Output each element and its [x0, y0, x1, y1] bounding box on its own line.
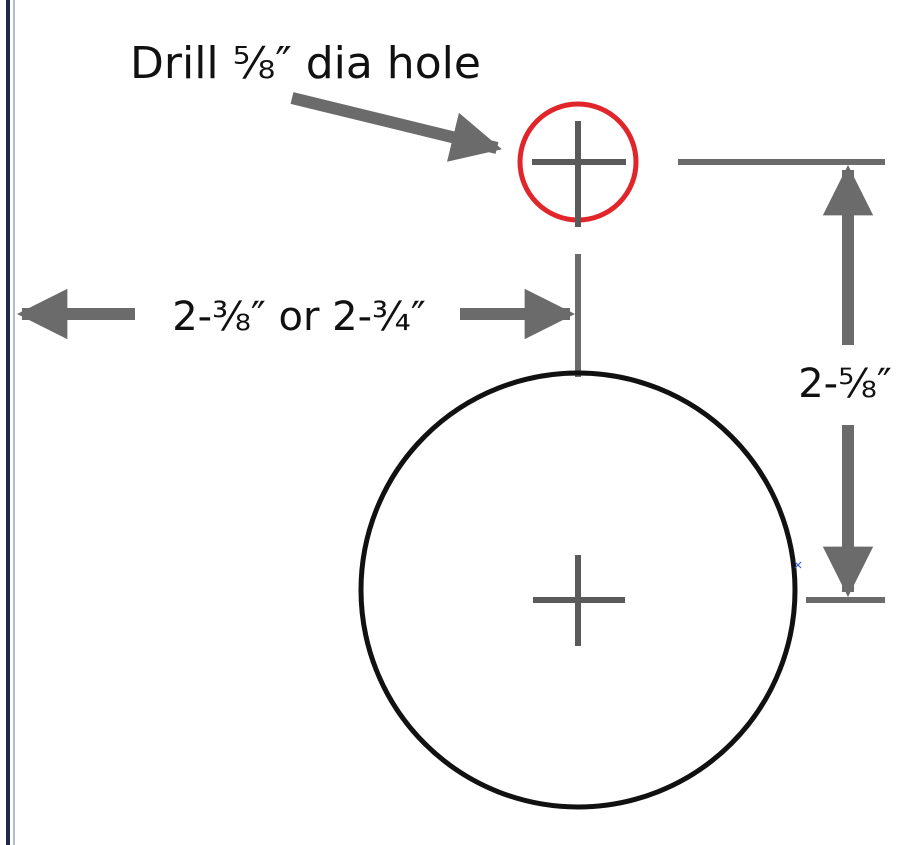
- vertical-dimension-label: 2-⅝″: [798, 361, 892, 407]
- left-edge-line: [6, 0, 15, 845]
- x-marker-icon: [794, 561, 802, 569]
- drill-note-label: Drill ⅝″ dia hole: [130, 38, 481, 89]
- crosshair-icon: [532, 121, 626, 227]
- large-circle: [358, 370, 798, 810]
- horizontal-dimension-label: 2-⅜″ or 2-¾″: [172, 294, 426, 340]
- drill-leader-arrow: [290, 92, 502, 162]
- crosshair-icon: [533, 555, 625, 646]
